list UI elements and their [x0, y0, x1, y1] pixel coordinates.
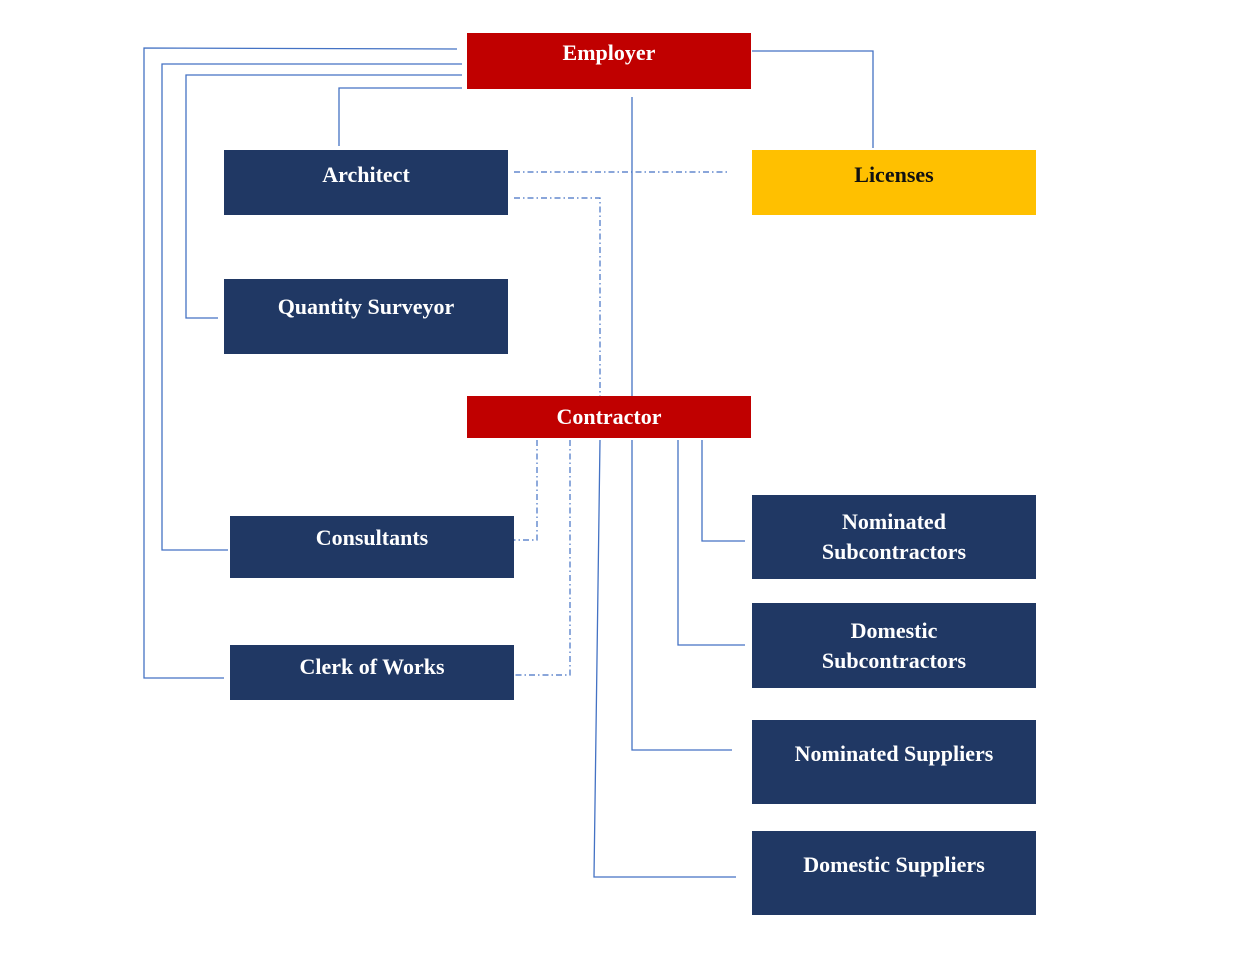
- connector-contractor-consultants: [514, 440, 538, 541]
- connector-employer-quantity-surveyor: [185, 74, 462, 319]
- employer-label: Employer: [562, 40, 656, 65]
- nominated-suppliers-box: Nominated Suppliers: [752, 720, 1036, 804]
- architect-box: Architect: [224, 150, 508, 215]
- clerk-of-works-box: Clerk of Works: [230, 645, 514, 700]
- connector-architect-contractor: [514, 197, 601, 396]
- domestic-subcontractors-box: Domestic Subcontractors: [752, 603, 1036, 688]
- consultants-box: Consultants: [230, 516, 514, 578]
- licenses-label: Licenses: [854, 162, 934, 187]
- connector-contractor-clerk-of-works: [514, 440, 571, 676]
- connector-employer-architect: [338, 87, 462, 146]
- connector-employer-clerk-of-works: [143, 47, 458, 679]
- domestic-subcontractors-label-line1: Domestic: [850, 617, 938, 643]
- employer-box: Employer: [467, 33, 751, 89]
- connector-employer-consultants: [161, 63, 462, 551]
- contractor-label: Contractor: [556, 404, 662, 429]
- clerk-of-works-label: Clerk of Works: [299, 654, 445, 679]
- consultants-label: Consultants: [315, 525, 429, 550]
- domestic-suppliers-label: Domestic Suppliers: [803, 852, 985, 877]
- connector-employer-licenses: [752, 50, 874, 148]
- quantity-surveyor-label: Quantity Surveyor: [277, 294, 455, 319]
- nominated-subcontractors-label-line2: Subcontractors: [821, 539, 967, 564]
- nominated-subcontractors-label-line1: Nominated: [842, 509, 946, 534]
- connector-contractor-domestic-suppliers: [593, 439, 736, 878]
- connector-contractor-domestic-subcontractors: [677, 440, 745, 646]
- connector-contractor-nominated-subcontractors: [701, 440, 745, 542]
- domestic-subcontractors-label-line2: Subcontractors: [821, 647, 967, 673]
- quantity-surveyor-box: Quantity Surveyor: [224, 279, 508, 354]
- nominated-subcontractors-box: Nominated Subcontractors: [752, 495, 1036, 579]
- licenses-box: Licenses: [752, 150, 1036, 215]
- domestic-suppliers-box: Domestic Suppliers: [752, 831, 1036, 915]
- architect-label: Architect: [322, 162, 410, 187]
- nominated-suppliers-label: Nominated Suppliers: [794, 741, 994, 766]
- contractor-box: Contractor: [467, 396, 751, 438]
- connector-contractor-nominated-suppliers: [631, 440, 732, 751]
